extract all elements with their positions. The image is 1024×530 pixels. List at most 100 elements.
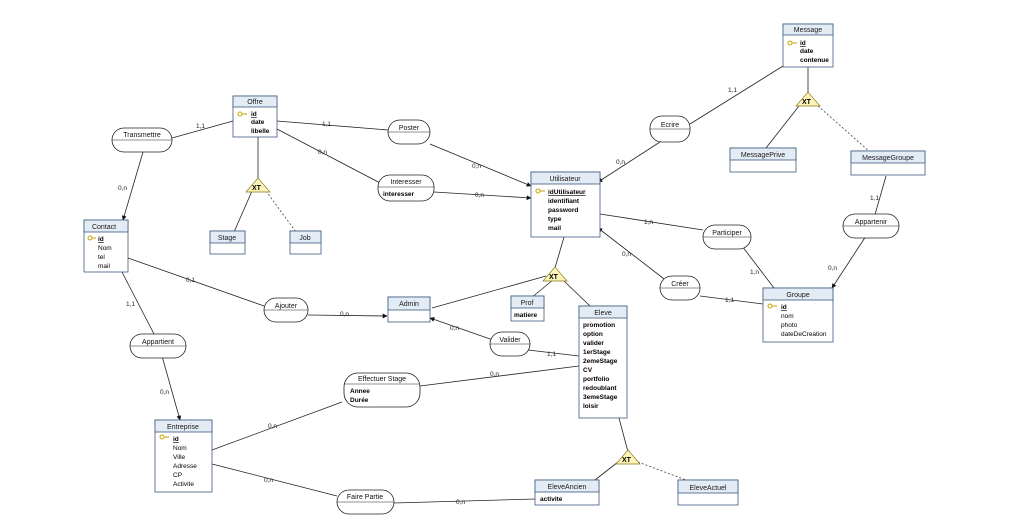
entity-messagegroupe[interactable]: MessageGroupe [850,150,926,176]
entity-eleveancien[interactable]: EleveAncien activite [534,479,600,506]
svg-text:1erStage: 1erStage [583,349,611,356]
key-icon [787,40,797,46]
svg-text:identifiant: identifiant [548,198,580,205]
svg-text:Interesser: Interesser [390,179,422,186]
card-valider-admin: 0,n [450,325,459,332]
svg-text:date: date [251,119,265,126]
relation-creer[interactable]: Créer [659,275,701,301]
svg-text:password: password [548,207,578,214]
svg-text:Effectuer Stage: Effectuer Stage [358,376,406,383]
svg-text:Appartient: Appartient [142,339,174,346]
xt-message: XT [795,91,821,107]
entity-stage[interactable]: Stage [209,230,246,255]
relation-appartient[interactable]: Appartient [129,333,187,359]
svg-text:Utilisateur: Utilisateur [549,176,581,183]
entity-job[interactable]: Job [289,230,322,255]
svg-text:idUtilisateur: idUtilisateur [548,189,586,196]
relation-poster[interactable]: Poster [387,119,431,145]
entity-eleveactuel[interactable]: EleveActuel [677,479,739,506]
svg-text:interesser: interesser [383,191,415,198]
card-transmettre-contact: 0,n [118,185,127,192]
svg-text:libelle: libelle [251,128,270,135]
xt-eleve: XT [615,449,641,465]
svg-text:Prof: Prof [521,300,534,307]
entity-utilisateur[interactable]: Utilisateur idUtilisateur identifiant pa… [530,171,601,238]
relation-effectuer-stage[interactable]: Effectuer Stage Annee Durée [343,372,421,408]
svg-text:option: option [583,331,603,338]
card-creer-groupe: 1,1 [725,297,734,304]
svg-text:id: id [251,111,257,118]
xt-offre: XT [245,177,271,193]
svg-text:loisir: loisir [583,403,599,410]
entity-prof[interactable]: Prof matiere [510,295,545,322]
entity-entreprise[interactable]: Entreprise id Nom Ville Adresse CP Activ… [154,419,213,493]
svg-text:Participer: Participer [712,230,742,237]
card-msggroupe-appartenir: 1,1 [870,195,879,202]
svg-text:Poster: Poster [399,125,420,132]
svg-text:XT: XT [252,185,262,192]
card-ecrire-util: 0,n [616,159,625,166]
svg-text:Activite: Activite [173,481,194,488]
relation-interesser[interactable]: Interesser interesser [377,174,435,202]
card-contact-appartient: 1,1 [126,301,135,308]
svg-text:Créer: Créer [671,281,689,288]
entity-eleve[interactable]: Eleve promotion option valider 1erStage … [578,305,628,419]
svg-text:3emeStage: 3emeStage [583,394,618,401]
key-icon [535,188,545,194]
svg-text:Ajouter: Ajouter [275,303,298,310]
card-participer-groupe: 1,n [750,269,759,276]
svg-text:Message: Message [794,27,823,34]
entity-contact[interactable]: Contact id Nom tel mail [83,219,129,273]
relation-ecrire[interactable]: Ecrire [649,115,691,143]
svg-text:Ecrire: Ecrire [661,122,679,129]
card-effectuer-eleve: 0,n [490,371,499,378]
svg-text:date: date [800,48,814,55]
svg-text:Durée: Durée [350,397,369,404]
svg-text:promotion: promotion [583,322,615,329]
key-icon [767,303,777,309]
svg-text:CV: CV [583,367,593,374]
svg-text:XT: XT [802,99,812,106]
svg-text:portfolio: portfolio [583,376,609,383]
edges [121,65,887,504]
svg-text:Eleve: Eleve [594,310,612,317]
entity-messageprive[interactable]: MessagePrive [729,147,797,173]
svg-text:Appartenir: Appartenir [855,219,888,226]
svg-text:XT: XT [622,457,632,464]
relation-appartenir[interactable]: Appartenir [842,213,900,239]
relation-faire-partie[interactable]: Faire Partie [336,489,395,515]
relation-transmettre[interactable]: Transmettre [111,127,173,153]
card-effectuer-entreprise: 0,n [268,423,277,430]
entity-admin[interactable]: Admin [387,296,431,323]
relation-valider[interactable]: Valider [489,331,531,357]
entity-groupe[interactable]: Groupe id nom photo dateDeCreation [762,287,834,343]
card-ajouter-admin: 0,n [340,311,349,318]
xt-markers: XT XT XT XT [245,91,821,465]
cardinalities: 1,1 0,n 1,1 0,n 0,n 0,n 1,1 0,n 1,1 0,n … [118,87,879,506]
card-fairepartie-eleveancien: 0,n [456,499,465,506]
relation-participer[interactable]: Participer [702,224,752,250]
svg-text:Transmettre: Transmettre [123,132,161,139]
xt-utilisateur: XT [542,266,568,282]
svg-text:Admin: Admin [399,301,419,308]
svg-text:CP: CP [173,472,182,479]
relations: Transmettre Poster Interesser interesser… [111,115,900,515]
entity-offre[interactable]: Offre id date libelle [232,95,278,138]
relation-ajouter[interactable]: Ajouter [263,297,309,323]
svg-text:Adresse: Adresse [173,463,197,470]
svg-text:contenue: contenue [800,57,829,64]
svg-text:dateDeCreation: dateDeCreation [781,331,827,338]
card-valider-eleve: 1,1 [547,351,556,358]
svg-text:id: id [800,40,806,47]
svg-text:Nom: Nom [173,445,187,452]
svg-text:Stage: Stage [218,235,236,242]
card-util-participer: 1,n [644,219,653,226]
svg-text:valider: valider [583,340,604,347]
entity-message[interactable]: Message id date contenue [782,23,834,68]
svg-text:Nom: Nom [98,245,112,252]
svg-text:tel: tel [98,254,105,261]
svg-text:id: id [781,304,787,311]
svg-text:nom: nom [781,313,794,320]
svg-text:Valider: Valider [499,337,521,344]
svg-text:photo: photo [781,322,798,329]
